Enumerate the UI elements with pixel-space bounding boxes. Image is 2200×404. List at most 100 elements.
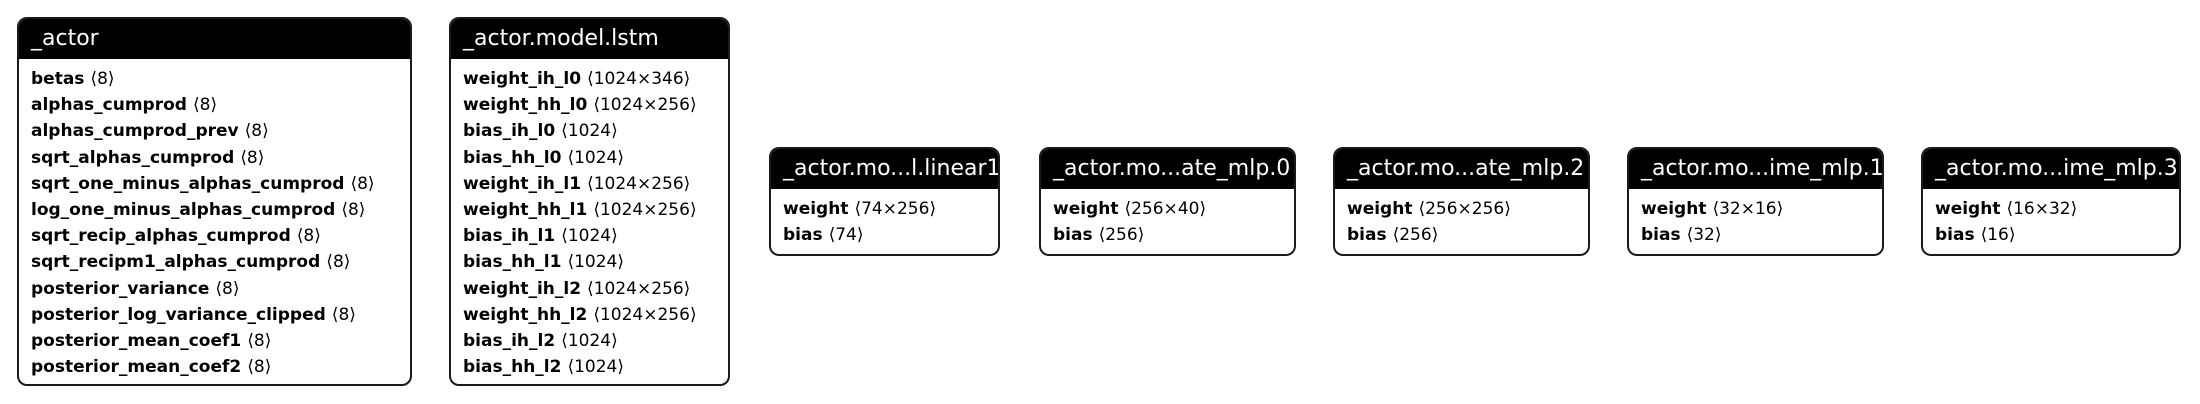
node-state-mlp-2[interactable]: _actor.mo...ate_mlp.2 weight256×256 bias… <box>1333 147 1590 256</box>
param-row: weight_hh_l21024×256 <box>463 302 716 328</box>
node-title: _actor.mo...ime_mlp.3 <box>1923 149 2179 189</box>
param-shape: 1024 <box>561 121 618 141</box>
param-name: bias_ih_l2 <box>463 330 556 351</box>
param-row: bias 32 <box>1641 222 1870 248</box>
node-title: _actor.mo...ate_mlp.2 <box>1335 149 1588 189</box>
param-row: weight_hh_l01024×256 <box>463 92 716 118</box>
param-name: bias <box>783 225 823 246</box>
param-name: bias_hh_l0 <box>463 147 562 168</box>
param-name: weight <box>1641 199 1707 219</box>
node-title: _actor.mo...l.linear1 <box>771 149 998 189</box>
param-shape: 8 <box>240 148 264 168</box>
node-title: _actor <box>19 19 410 59</box>
param-shape: 8 <box>245 121 269 141</box>
param-shape: 32×16 <box>1712 199 1783 219</box>
param-name: bias_ih_l0 <box>463 121 556 142</box>
param-shape: 8 <box>193 95 217 115</box>
param-shape: 8 <box>350 174 374 194</box>
param-shape: 1024×256 <box>587 174 690 194</box>
param-row: sqrt_one_minus_alphas_cumprod8 <box>31 171 398 197</box>
node-lstm[interactable]: _actor.model.lstm weight_ih_l01024×346 w… <box>449 17 730 386</box>
param-row: posterior_mean_coef18 <box>31 328 398 354</box>
param-name: weight <box>783 199 849 219</box>
param-row: weight_ih_l11024×256 <box>463 171 716 197</box>
param-name: weight_hh_l1 <box>463 199 588 220</box>
node-linear1[interactable]: _actor.mo...l.linear1 weight74×256 bias 7… <box>769 147 1000 256</box>
param-row: weight16×32 <box>1935 196 2167 222</box>
node-time-mlp-3[interactable]: _actor.mo...ime_mlp.3 weight16×32 bias16 <box>1921 147 2181 256</box>
param-row: weight256×256 <box>1347 196 1576 222</box>
param-name: posterior_mean_coef2 <box>31 357 242 378</box>
param-shape: 8 <box>341 200 365 220</box>
param-name: sqrt_alphas_cumprod <box>31 147 235 168</box>
param-row: sqrt_recip_alphas_cumprod 8 <box>31 223 398 249</box>
node-title: _actor.mo...ate_mlp.0 <box>1041 149 1294 189</box>
node-title: _actor.mo...ime_mlp.1 <box>1629 149 1882 189</box>
param-shape: 1024×256 <box>587 279 690 299</box>
param-shape: 8 <box>326 252 350 272</box>
param-row: bias_hh_l21024 <box>463 354 716 380</box>
param-row: bias 74 <box>783 222 986 248</box>
param-shape: 256 <box>1099 225 1145 245</box>
param-name: weight_hh_l2 <box>463 304 588 325</box>
param-name: alphas_cumprod_prev <box>31 121 239 142</box>
param-row: weight_hh_l11024×256 <box>463 197 716 223</box>
param-shape: 1024×256 <box>593 95 696 115</box>
param-row: bias_hh_l01024 <box>463 145 716 171</box>
param-row: weight_ih_l21024×256 <box>463 276 716 302</box>
param-row: alphas_cumprod_prev 8 <box>31 118 398 144</box>
param-shape: 1024×346 <box>587 69 690 89</box>
param-name: bias <box>1053 225 1093 246</box>
param-name: log_one_minus_alphas_cumprod <box>31 199 336 220</box>
param-name: weight_ih_l0 <box>463 69 582 89</box>
param-shape: 1024 <box>567 252 624 272</box>
param-shape: 8 <box>332 305 356 325</box>
param-row: bias_ih_l11024 <box>463 223 716 249</box>
param-shape: 74 <box>829 225 864 245</box>
param-row: bias16 <box>1935 222 2167 248</box>
param-row: bias_hh_l11024 <box>463 249 716 275</box>
param-shape: 1024 <box>561 331 618 351</box>
param-name: weight_ih_l2 <box>463 278 582 299</box>
param-shape: 1024×256 <box>593 200 696 220</box>
param-shape: 16 <box>1981 225 2016 245</box>
param-shape: 74×256 <box>854 199 936 219</box>
param-name: weight <box>1935 199 2001 219</box>
node-state-mlp-0[interactable]: _actor.mo...ate_mlp.0 weight256×40 bias 2… <box>1039 147 1296 256</box>
param-name: bias <box>1641 225 1681 246</box>
param-row: log_one_minus_alphas_cumprod8 <box>31 197 398 223</box>
param-shape: 8 <box>90 69 114 89</box>
param-shape: 8 <box>247 357 271 377</box>
param-shape: 256×40 <box>1124 199 1206 219</box>
param-row: sqrt_alphas_cumprod8 <box>31 145 398 171</box>
param-row: posterior_log_variance_clipped 8 <box>31 302 398 328</box>
param-name: bias_ih_l1 <box>463 226 556 247</box>
param-row: posterior_variance8 <box>31 276 398 302</box>
node-actor[interactable]: _actor betas8 alphas_cumprod8 alphas_cum… <box>17 17 412 386</box>
param-row: sqrt_recipm1_alphas_cumprod8 <box>31 249 398 275</box>
param-row: bias_ih_l01024 <box>463 118 716 144</box>
param-shape: 32 <box>1687 225 1722 245</box>
param-row: weight256×40 <box>1053 196 1282 222</box>
param-shape: 8 <box>297 226 321 246</box>
node-time-mlp-1[interactable]: _actor.mo...ime_mlp.1 weight32×16 bias 32 <box>1627 147 1884 256</box>
param-name: sqrt_recipm1_alphas_cumprod <box>31 252 321 273</box>
param-name: posterior_log_variance_clipped <box>31 304 326 325</box>
param-name: bias_hh_l1 <box>463 252 562 273</box>
param-row: weight32×16 <box>1641 196 1870 222</box>
param-name: posterior_variance <box>31 278 210 299</box>
param-row: weight_ih_l01024×346 <box>463 66 716 92</box>
param-shape: 1024 <box>561 226 618 246</box>
param-shape: 1024 <box>567 148 624 168</box>
param-name: sqrt_recip_alphas_cumprod <box>31 226 291 247</box>
param-shape: 256 <box>1393 225 1439 245</box>
param-name: weight <box>1347 199 1413 219</box>
param-row: bias_ih_l21024 <box>463 328 716 354</box>
node-title: _actor.model.lstm <box>451 19 728 59</box>
param-name: weight_ih_l1 <box>463 173 582 194</box>
param-name: bias_hh_l2 <box>463 357 562 378</box>
param-shape: 1024 <box>567 357 624 377</box>
param-shape: 1024×256 <box>593 305 696 325</box>
param-row: bias256 <box>1347 222 1576 248</box>
param-name: alphas_cumprod <box>31 95 187 116</box>
